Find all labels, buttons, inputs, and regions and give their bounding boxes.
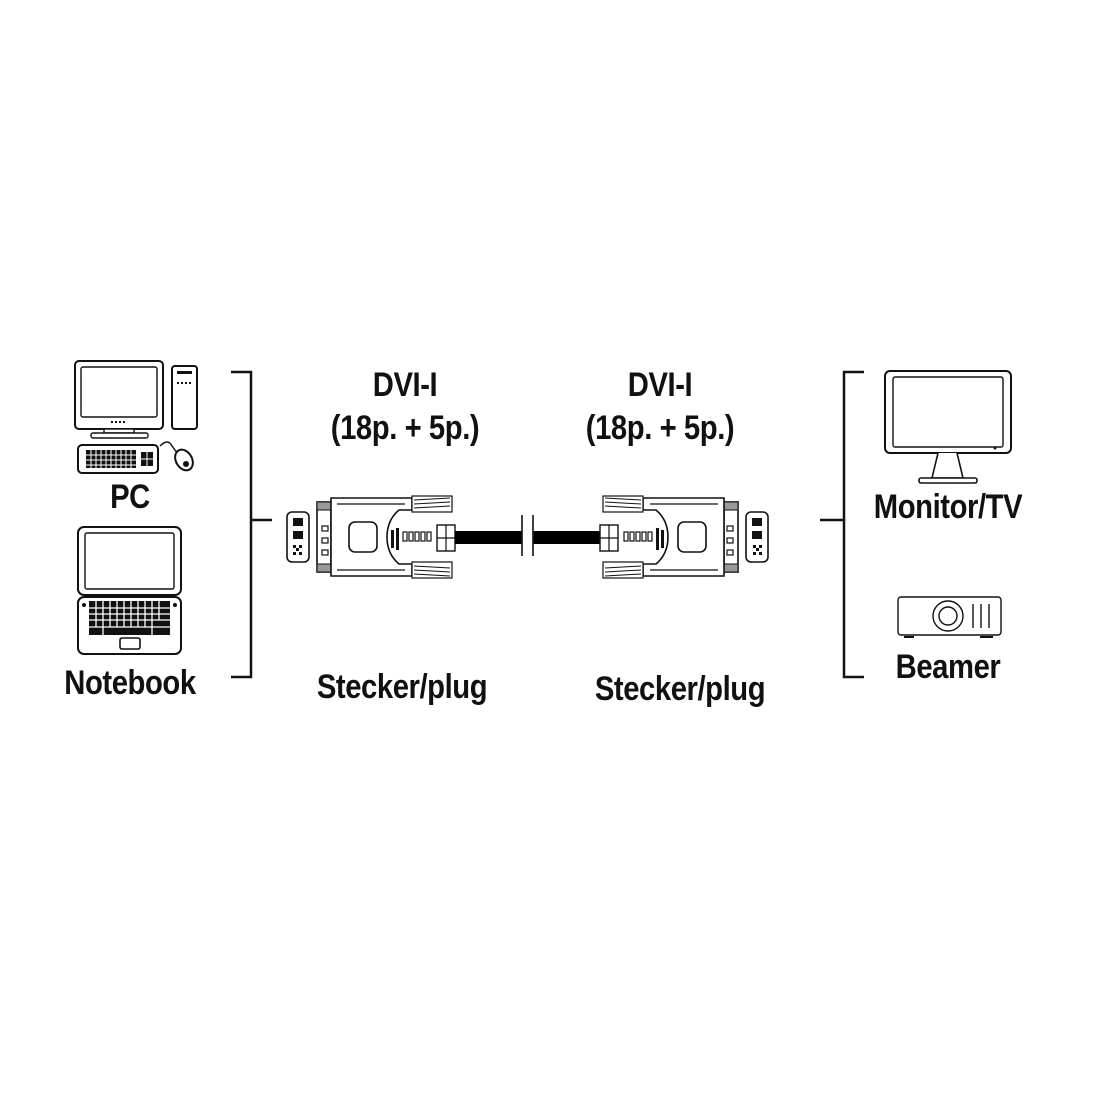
left-connector-pins: (18p. + 5p.): [330, 409, 480, 447]
desktop-pc-icon: [74, 360, 198, 474]
source-bracket: [231, 370, 272, 679]
right-connector-pins: (18p. + 5p.): [585, 409, 735, 447]
destination-label-monitor: Monitor/TV: [873, 488, 1023, 526]
right-connector-type: DVI-I: [627, 366, 693, 404]
destination-label-beamer: Beamer: [895, 648, 1001, 686]
cable: [455, 515, 600, 556]
laptop-icon: [77, 526, 182, 655]
source-label-notebook: Notebook: [64, 664, 196, 702]
right-connector-gender: Stecker/plug: [594, 670, 766, 708]
left-connector-type: DVI-I: [372, 366, 438, 404]
source-label-pc: PC: [110, 478, 150, 516]
dvi-plug-right: [599, 495, 769, 579]
monitor-icon: [884, 370, 1012, 484]
left-connector-gender: Stecker/plug: [316, 668, 488, 706]
dvi-plug-left: [286, 495, 456, 579]
projector-icon: [897, 596, 1002, 638]
destination-bracket: [820, 370, 864, 679]
